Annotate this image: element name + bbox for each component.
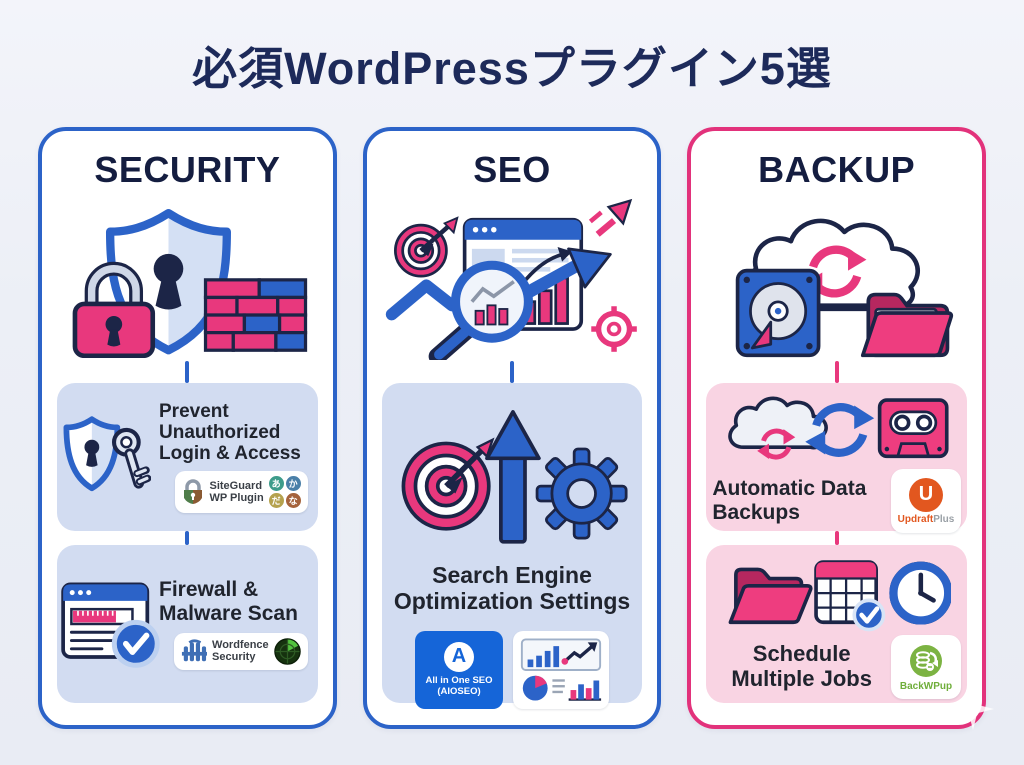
folder-calendar-clock-icon <box>728 560 951 632</box>
backup-hero <box>691 195 982 361</box>
backup-item-schedule: Schedule Multiple Jobs <box>706 545 968 703</box>
aioseo-name-line1: All in One SEO <box>425 674 493 686</box>
kana-ka: か <box>285 476 301 492</box>
kana-da: だ <box>268 493 284 509</box>
wordfence-fence-icon <box>181 639 208 662</box>
siteguard-kana-grid: あ か だ な <box>268 476 301 509</box>
seo-charts-badge <box>513 630 609 709</box>
updraft-name-part2: Plus <box>933 513 955 525</box>
backup-cloud-sync-icon <box>735 218 953 358</box>
aioseo-badge: A All in One SEO (AIOSEO) <box>415 630 503 709</box>
seo-heading: SEO <box>473 149 551 190</box>
seo-card: SEO <box>362 127 662 729</box>
shield-key-icon <box>63 416 151 492</box>
siteguard-lock-icon <box>184 479 203 505</box>
updraftplus-badge: U UpdraftPlus <box>891 469 962 533</box>
seo-badges: A All in One SEO (AIOSEO) <box>382 630 643 709</box>
security-item-1-label: Prevent Unauthorized Login & Access <box>159 400 301 465</box>
wordfence-name-line2: Security <box>212 651 256 664</box>
updraftplus-logo-icon: U <box>909 477 944 512</box>
kana-a: あ <box>268 476 284 492</box>
siteguard-name-line2: WP Plugin <box>209 492 264 505</box>
security-item-firewall: Firewall & Malware Scan Wordfenc <box>57 545 318 703</box>
backup-item-1-label: Automatic Data Backups <box>712 477 867 524</box>
seo-item-label: Search Engine Optimization Settings <box>393 562 631 614</box>
siteguard-badge: SiteGuard WP Plugin あ か だ な <box>175 471 308 514</box>
scan-check-icon <box>61 582 160 668</box>
security-item-login: Prevent Unauthorized Login & Access Site… <box>57 383 318 531</box>
wordfence-radar-icon <box>273 637 301 665</box>
security-shield-lock-bricks-icon <box>72 209 308 358</box>
security-connector-2 <box>185 531 190 545</box>
kana-na: な <box>285 493 301 509</box>
backwpup-name: BackWPup <box>899 680 953 692</box>
mini-charts-icon <box>520 638 602 701</box>
target-arrow-gear-icon <box>401 410 628 544</box>
security-hero <box>42 195 333 361</box>
page-title: 必須WordPressプラグイン5選 <box>192 43 832 94</box>
security-connector-1 <box>185 361 190 383</box>
aioseo-name-line2: (AIOSEO) <box>437 686 481 697</box>
backup-item-2-label: Schedule Multiple Jobs <box>731 641 872 691</box>
backup-card: BACKUP <box>687 127 987 729</box>
security-item-2-label: Firewall & Malware Scan <box>159 578 298 625</box>
siteguard-name-line1: SiteGuard <box>209 480 263 493</box>
seo-item-optimization: Search Engine Optimization Settings A Al… <box>381 383 643 709</box>
cloud-sync-cassette-icon <box>727 396 949 460</box>
backwpup-badge: BackWPup <box>891 635 962 699</box>
backup-heading: BACKUP <box>758 149 916 190</box>
backup-item-automatic: Automatic Data Backups U UpdraftPlus <box>706 383 968 533</box>
seo-hero <box>367 195 658 361</box>
security-heading: SECURITY <box>94 149 281 190</box>
wordfence-badge: Wordfence Security <box>174 632 308 670</box>
aioseo-logo-icon: A <box>444 641 474 672</box>
cards-row: SECURITY <box>38 127 987 729</box>
wordfence-name-line1: Wordfence <box>212 638 269 651</box>
seo-connector <box>510 361 514 383</box>
seo-analytics-icon <box>385 198 637 360</box>
backup-connector-1 <box>834 361 839 383</box>
security-card: SECURITY <box>38 127 337 729</box>
updraft-name-part1: Updraft <box>897 513 934 525</box>
backup-connector-2 <box>834 531 839 545</box>
backwpup-logo-icon <box>910 644 943 677</box>
